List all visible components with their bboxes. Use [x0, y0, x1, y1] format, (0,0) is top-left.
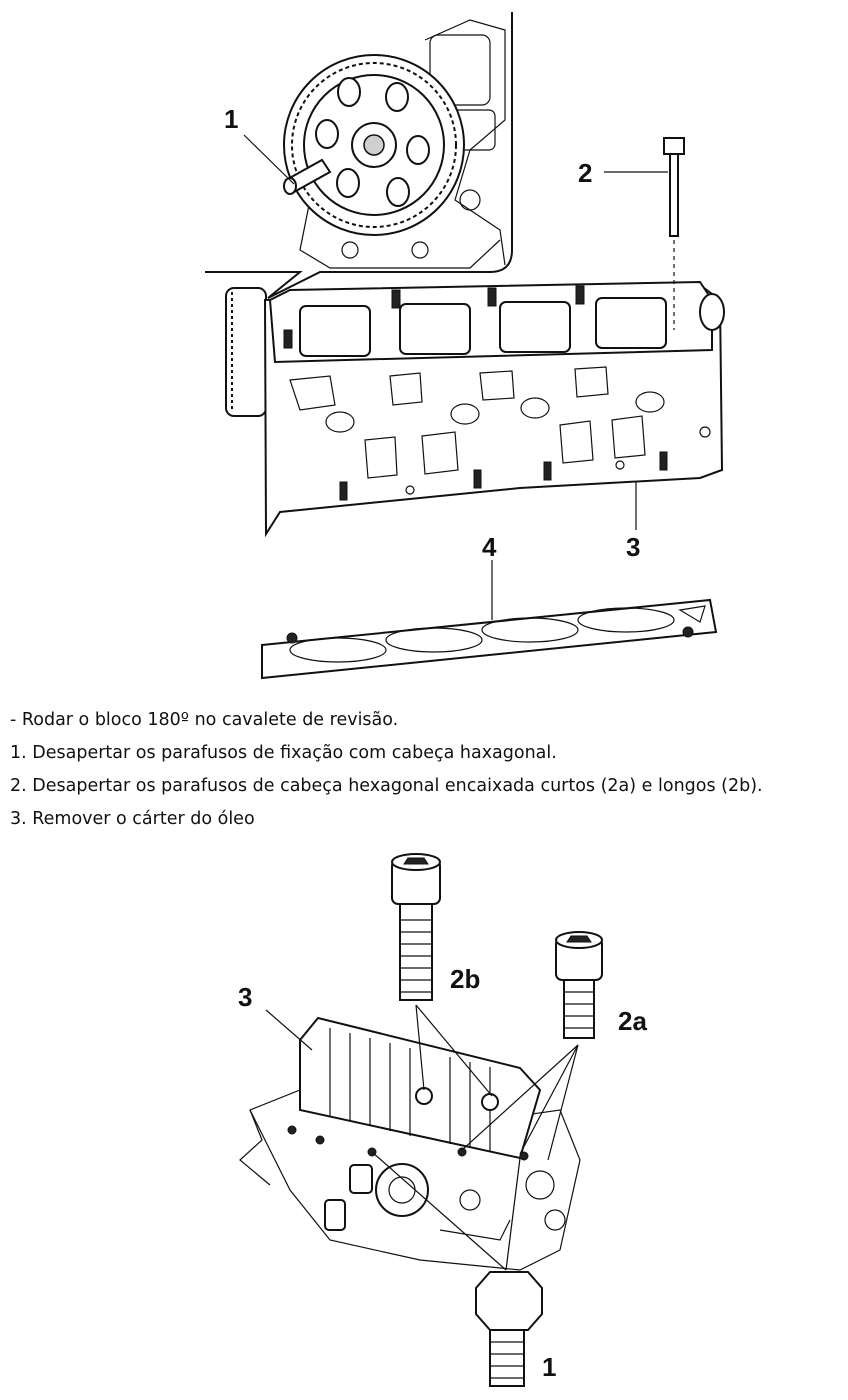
bolt-2a [555, 931, 603, 1039]
bolt-1 [474, 1271, 544, 1387]
callout-2a: 2a [618, 1006, 647, 1036]
bolt-2b [391, 853, 441, 1001]
callout-3: 3 [626, 532, 640, 562]
callout-2b: 2b [450, 964, 480, 994]
instruction-list: - Rodar o bloco 180º no cavalete de revi… [10, 704, 840, 836]
oil-sump [287, 1016, 542, 1161]
callout-1: 1 [224, 104, 238, 134]
head-ports [289, 366, 711, 501]
leader-lines [265, 1004, 579, 1271]
instruction-step-1: 1. Desapertar os parafusos de fixação co… [10, 743, 557, 763]
instruction-intro: - Rodar o bloco 180º no cavalete de revi… [10, 710, 399, 730]
head-gasket [261, 598, 718, 680]
oil-sump-illustration: 3 2b 2a 1 [238, 853, 647, 1387]
callout-3-sump: 3 [238, 982, 252, 1012]
cylinder-head-diagram: 1 2 3 4 [0, 0, 848, 690]
callout-4: 4 [482, 532, 497, 562]
oil-sump-diagram: 3 2b 2a 1 [0, 840, 848, 1400]
callout-2: 2 [578, 158, 592, 188]
callout-1-bolt: 1 [542, 1352, 556, 1382]
instruction-step-2: 2. Desapertar os parafusos de cabeça hex… [10, 776, 763, 796]
cylinder-head [225, 137, 725, 538]
sprocket-detail-inset [205, 12, 513, 299]
camshaft-lobes [283, 285, 667, 357]
instruction-step-3: 3. Remover o cárter do óleo [10, 809, 255, 829]
head-bolt [663, 137, 685, 330]
cylinder-head-illustration: 1 2 3 4 [205, 12, 725, 680]
